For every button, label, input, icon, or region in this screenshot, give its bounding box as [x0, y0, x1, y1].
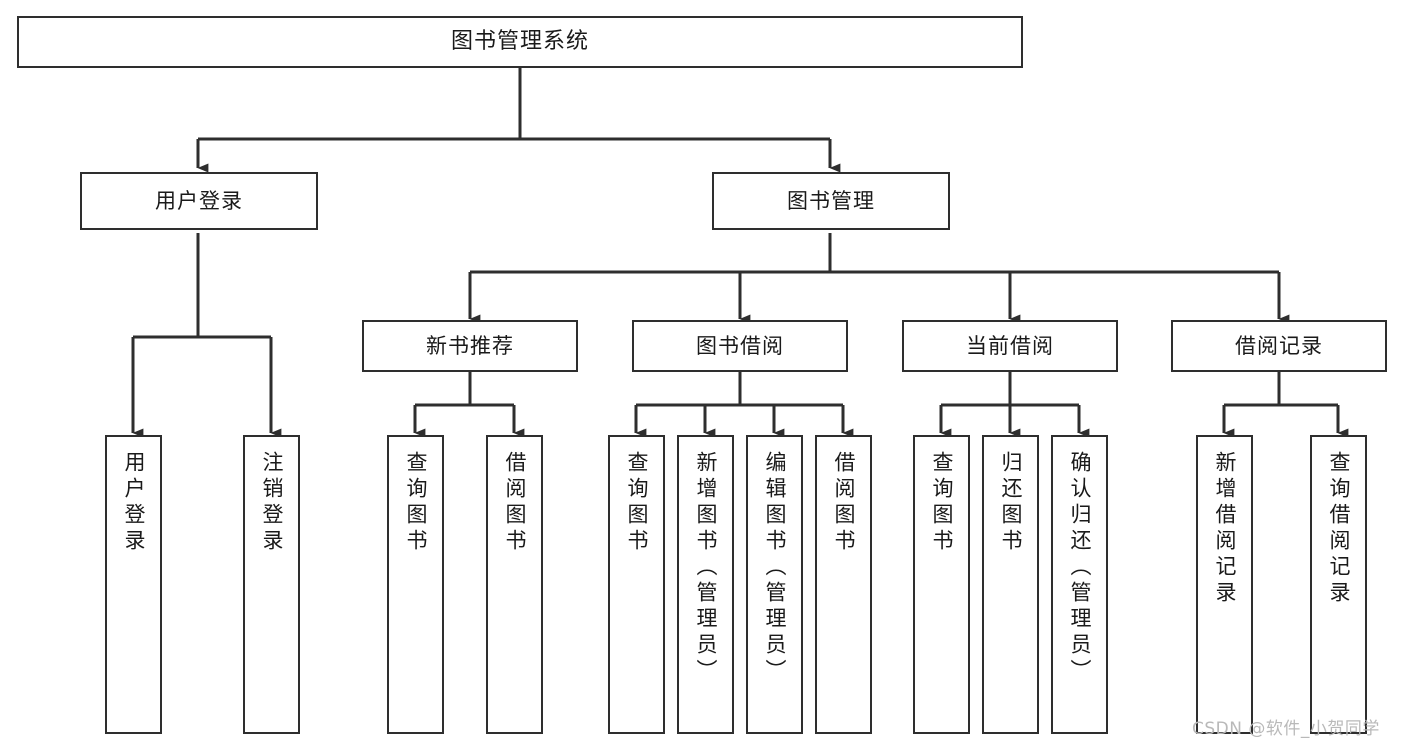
node-label: 查询图书: [930, 451, 954, 555]
node-label: 新增借阅记录: [1213, 451, 1237, 607]
node-leaf-query-book-current[interactable]: 查询图书: [913, 435, 970, 734]
node-book-management[interactable]: 图书管理: [712, 172, 950, 230]
node-leaf-query-borrow-record[interactable]: 查询借阅记录: [1310, 435, 1367, 734]
node-label: 借阅记录: [1235, 333, 1323, 358]
node-new-book-recommendation[interactable]: 新书推荐: [362, 320, 578, 372]
node-leaf-borrow-book[interactable]: 借阅图书: [815, 435, 872, 734]
node-leaf-return-book[interactable]: 归还图书: [982, 435, 1039, 734]
node-root-book-management-system[interactable]: 图书管理系统: [17, 16, 1023, 68]
node-label: 用户登录: [122, 451, 146, 555]
node-leaf-logout[interactable]: 注销登录: [243, 435, 300, 734]
node-leaf-add-book-admin[interactable]: 新增图书（管理员）: [677, 435, 734, 734]
node-label: 图书管理系统: [450, 29, 589, 55]
node-leaf-confirm-return-admin[interactable]: 确认归还（管理员）: [1051, 435, 1108, 734]
node-leaf-query-book-recommend[interactable]: 查询图书: [387, 435, 444, 734]
node-leaf-add-borrow-record[interactable]: 新增借阅记录: [1196, 435, 1253, 734]
node-label: 查询图书: [625, 451, 649, 555]
node-leaf-query-book-borrow[interactable]: 查询图书: [608, 435, 665, 734]
node-label: 查询图书: [404, 451, 428, 555]
node-label: 归还图书: [999, 451, 1023, 555]
node-label: 注销登录: [260, 451, 284, 555]
node-label: 当前借阅: [966, 333, 1054, 358]
node-user-login[interactable]: 用户登录: [80, 172, 318, 230]
node-label: 图书管理: [787, 188, 875, 213]
node-label: 新增图书（管理员）: [694, 451, 718, 685]
node-label: 图书借阅: [696, 333, 784, 358]
node-label: 借阅图书: [832, 451, 856, 555]
node-label: 查询借阅记录: [1327, 451, 1351, 607]
node-label: 编辑图书（管理员）: [763, 451, 787, 685]
node-label: 用户登录: [155, 188, 243, 213]
watermark-credit: CSDN @软件_小贺同学: [1192, 719, 1380, 739]
node-leaf-borrow-book-recommend[interactable]: 借阅图书: [486, 435, 543, 734]
node-leaf-edit-book-admin[interactable]: 编辑图书（管理员）: [746, 435, 803, 734]
node-book-borrowing[interactable]: 图书借阅: [632, 320, 848, 372]
node-label: 确认归还（管理员）: [1068, 451, 1092, 685]
node-current-borrowing[interactable]: 当前借阅: [902, 320, 1118, 372]
node-label: 新书推荐: [426, 333, 514, 358]
node-borrowing-records[interactable]: 借阅记录: [1171, 320, 1387, 372]
node-leaf-user-login[interactable]: 用户登录: [105, 435, 162, 734]
node-label: 借阅图书: [503, 451, 527, 555]
